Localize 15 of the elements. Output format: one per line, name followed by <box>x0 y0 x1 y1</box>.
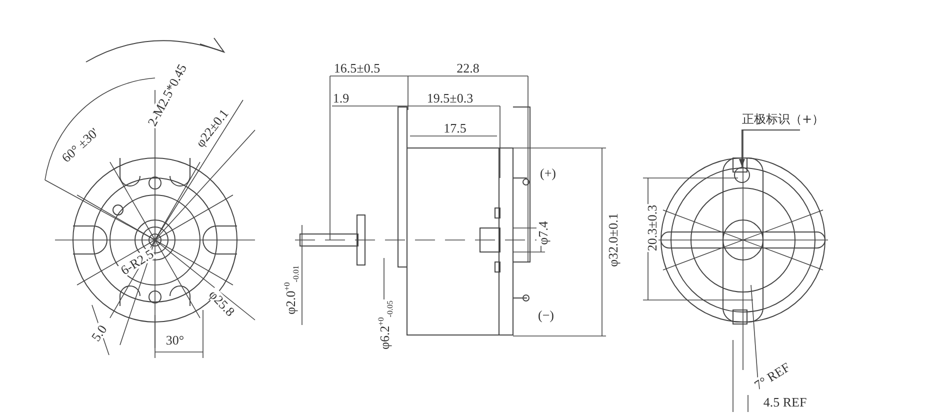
dimension-label: (+) <box>539 166 557 180</box>
dimension-label: φ32.0±0.1 <box>606 212 620 268</box>
dimension-label: 17.5 <box>442 122 468 134</box>
dimension-label: 19.5±0.3 <box>426 92 474 104</box>
dimension-label: 16.5±0.5 <box>332 62 382 74</box>
dimension-label: 30° <box>164 334 186 346</box>
dimension-label: (−) <box>537 308 555 322</box>
callout-text: 正极标识（+） <box>740 110 826 129</box>
leader-line <box>739 130 800 168</box>
dimension-label: 1.9 <box>332 92 350 104</box>
dimension-label: 20.3±0.3 <box>646 204 658 252</box>
dimension-label: φ7.4 <box>536 220 550 246</box>
dimension-label: 4.5 REF <box>762 396 808 408</box>
dimension-label: 22.8 <box>456 62 480 74</box>
terminal-marker <box>734 167 750 183</box>
